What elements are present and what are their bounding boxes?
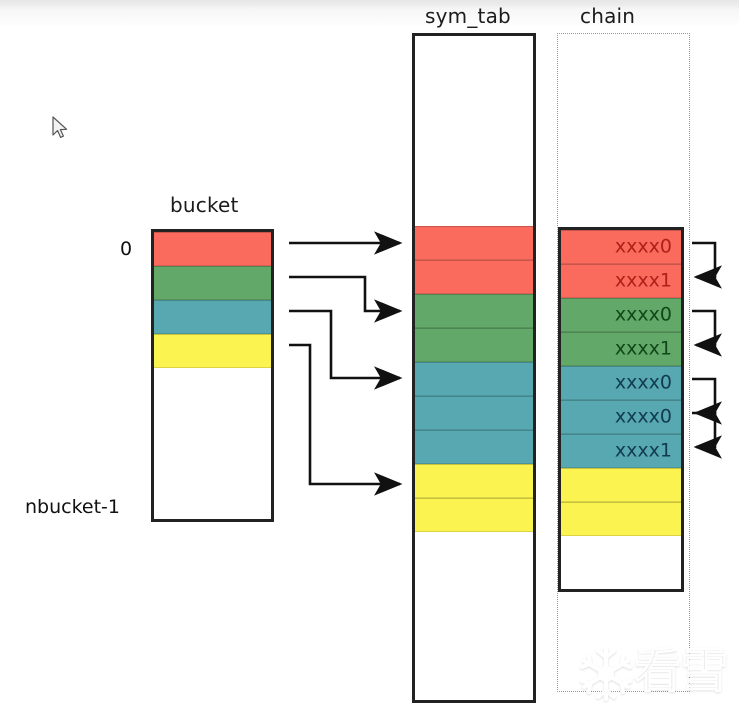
symtab-cell-5	[415, 362, 533, 396]
symtab-cell-0	[415, 36, 533, 226]
chain-cell-2-label: xxxx0	[614, 303, 672, 326]
symtab-cell-9	[415, 498, 533, 532]
bucket-cell-1	[154, 266, 271, 300]
chain-cell-0-label: xxxx0	[614, 235, 672, 258]
chain-cell-2: xxxx0	[561, 298, 681, 332]
symtab-cell-10	[415, 532, 533, 666]
chain-cell-5-label: xxxx0	[614, 405, 672, 428]
chain-cell-4: xxxx0	[561, 366, 681, 400]
chain-cell-1-label: xxxx1	[614, 269, 672, 292]
symtab-cell-6	[415, 396, 533, 430]
bucket-cell-4	[154, 368, 271, 402]
chain-cell-3-label: xxxx1	[614, 337, 672, 360]
symtab-cell-8	[415, 464, 533, 498]
bucket-index-last-label: nbucket-1	[25, 496, 120, 518]
chain-title: chain	[580, 4, 636, 28]
chain-cell-3: xxxx1	[561, 332, 681, 366]
symtab-title: sym_tab	[425, 4, 511, 28]
chain-cell-5: xxxx0	[561, 400, 681, 434]
chain-cell-7	[561, 468, 681, 502]
bucket-cell-2	[154, 300, 271, 334]
watermark: 看雪	[576, 643, 736, 705]
connector-bucket3-to-symtab-yellow	[289, 343, 403, 496]
symtab-cell-3	[415, 294, 533, 328]
chain-cell-1: xxxx1	[561, 264, 681, 298]
symtab-cell-1	[415, 226, 533, 260]
snowflake-icon	[580, 647, 632, 701]
connector-chain-teal1-to-teal2	[692, 411, 722, 459]
connector-bucket2-to-symtab-teal	[289, 309, 403, 390]
chain-cell-8	[561, 502, 681, 536]
symtab-cell-7	[415, 430, 533, 464]
window-top-band	[0, 0, 739, 9]
mouse-cursor-icon	[52, 116, 68, 138]
bucket-cell-3	[154, 334, 271, 368]
connector-chain-green0-to-green1	[692, 309, 722, 357]
chain-cell-0: xxxx0	[561, 230, 681, 264]
watermark-text: 看雪	[633, 643, 729, 700]
connector-bucket1-to-symtab-green	[289, 275, 403, 323]
window-top-band-fade	[0, 9, 739, 25]
symtab-cell-2	[415, 260, 533, 294]
chain-cell-4-label: xxxx0	[614, 371, 672, 394]
bucket-index-0-label: 0	[120, 238, 133, 260]
symtab-cell-4	[415, 328, 533, 362]
chain-cell-9	[561, 536, 681, 586]
chain-cell-6-label: xxxx1	[614, 439, 672, 462]
chain-cell-6: xxxx1	[561, 434, 681, 468]
bucket-title: bucket	[170, 193, 239, 217]
connector-chain-teal0-to-teal1	[692, 377, 722, 425]
connector-chain-red0-to-red1	[692, 241, 722, 289]
bucket-cell-0	[154, 232, 271, 266]
